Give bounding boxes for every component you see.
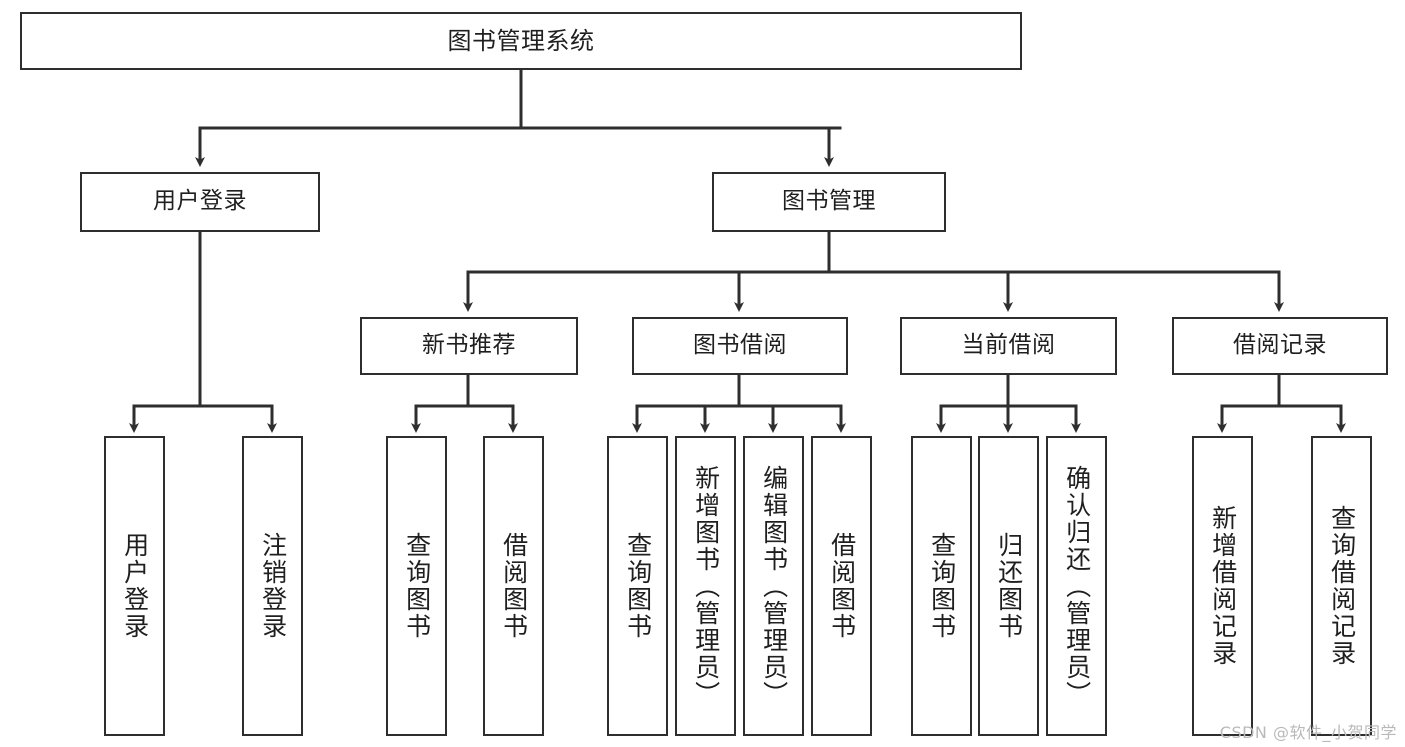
node-label: 查询图书 bbox=[402, 532, 432, 640]
node-book-borrow[interactable]: 图书借阅 bbox=[632, 317, 848, 375]
leaf-borrow-book-borrow[interactable]: 借阅图书 bbox=[811, 436, 872, 736]
leaf-return-book[interactable]: 归还图书 bbox=[978, 436, 1039, 736]
node-label: 用户登录 bbox=[153, 188, 247, 215]
node-label: 图书借阅 bbox=[693, 332, 787, 359]
node-label: 确认归还（管理员） bbox=[1062, 464, 1092, 708]
node-label: 注销登录 bbox=[258, 532, 288, 640]
node-label: 新书推荐 bbox=[422, 332, 516, 359]
node-user-login[interactable]: 用户登录 bbox=[80, 172, 320, 232]
leaf-confirm-return-admin[interactable]: 确认归还（管理员） bbox=[1046, 436, 1107, 736]
node-borrow-record[interactable]: 借阅记录 bbox=[1172, 317, 1388, 375]
node-label: 借阅图书 bbox=[499, 532, 529, 640]
node-label: 图书管理 bbox=[782, 188, 876, 215]
leaf-add-book-admin[interactable]: 新增图书（管理员） bbox=[675, 436, 736, 736]
leaf-user-login[interactable]: 用户登录 bbox=[104, 436, 165, 736]
node-new-book-recommend[interactable]: 新书推荐 bbox=[360, 317, 578, 375]
csdn-watermark: CSDN @软件_小贺同学 bbox=[1219, 723, 1397, 742]
node-current-borrow[interactable]: 当前借阅 bbox=[900, 317, 1117, 375]
node-label: 归还图书 bbox=[994, 532, 1024, 640]
leaf-query-book-current[interactable]: 查询图书 bbox=[911, 436, 972, 736]
node-label: 查询借阅记录 bbox=[1327, 505, 1357, 667]
node-book-management[interactable]: 图书管理 bbox=[712, 172, 946, 232]
node-label: 新增图书（管理员） bbox=[691, 464, 721, 708]
leaf-borrow-book-recommend[interactable]: 借阅图书 bbox=[483, 436, 544, 736]
leaf-logout-login[interactable]: 注销登录 bbox=[242, 436, 303, 736]
leaf-query-borrow-record[interactable]: 查询借阅记录 bbox=[1311, 436, 1372, 736]
node-label: 图书管理系统 bbox=[447, 26, 595, 55]
leaf-query-book-borrow[interactable]: 查询图书 bbox=[607, 436, 668, 736]
leaf-query-book-recommend[interactable]: 查询图书 bbox=[386, 436, 447, 736]
node-label: 当前借阅 bbox=[961, 332, 1056, 359]
node-label: 查询图书 bbox=[623, 532, 653, 640]
node-label: 借阅记录 bbox=[1233, 332, 1327, 359]
node-label: 借阅图书 bbox=[827, 532, 857, 640]
node-label: 用户登录 bbox=[120, 532, 150, 640]
node-label: 查询图书 bbox=[927, 532, 957, 640]
node-root-system[interactable]: 图书管理系统 bbox=[20, 12, 1022, 70]
leaf-add-borrow-record[interactable]: 新增借阅记录 bbox=[1192, 436, 1253, 736]
node-label: 编辑图书（管理员） bbox=[759, 464, 789, 708]
leaf-edit-book-admin[interactable]: 编辑图书（管理员） bbox=[743, 436, 804, 736]
node-label: 新增借阅记录 bbox=[1208, 505, 1238, 667]
